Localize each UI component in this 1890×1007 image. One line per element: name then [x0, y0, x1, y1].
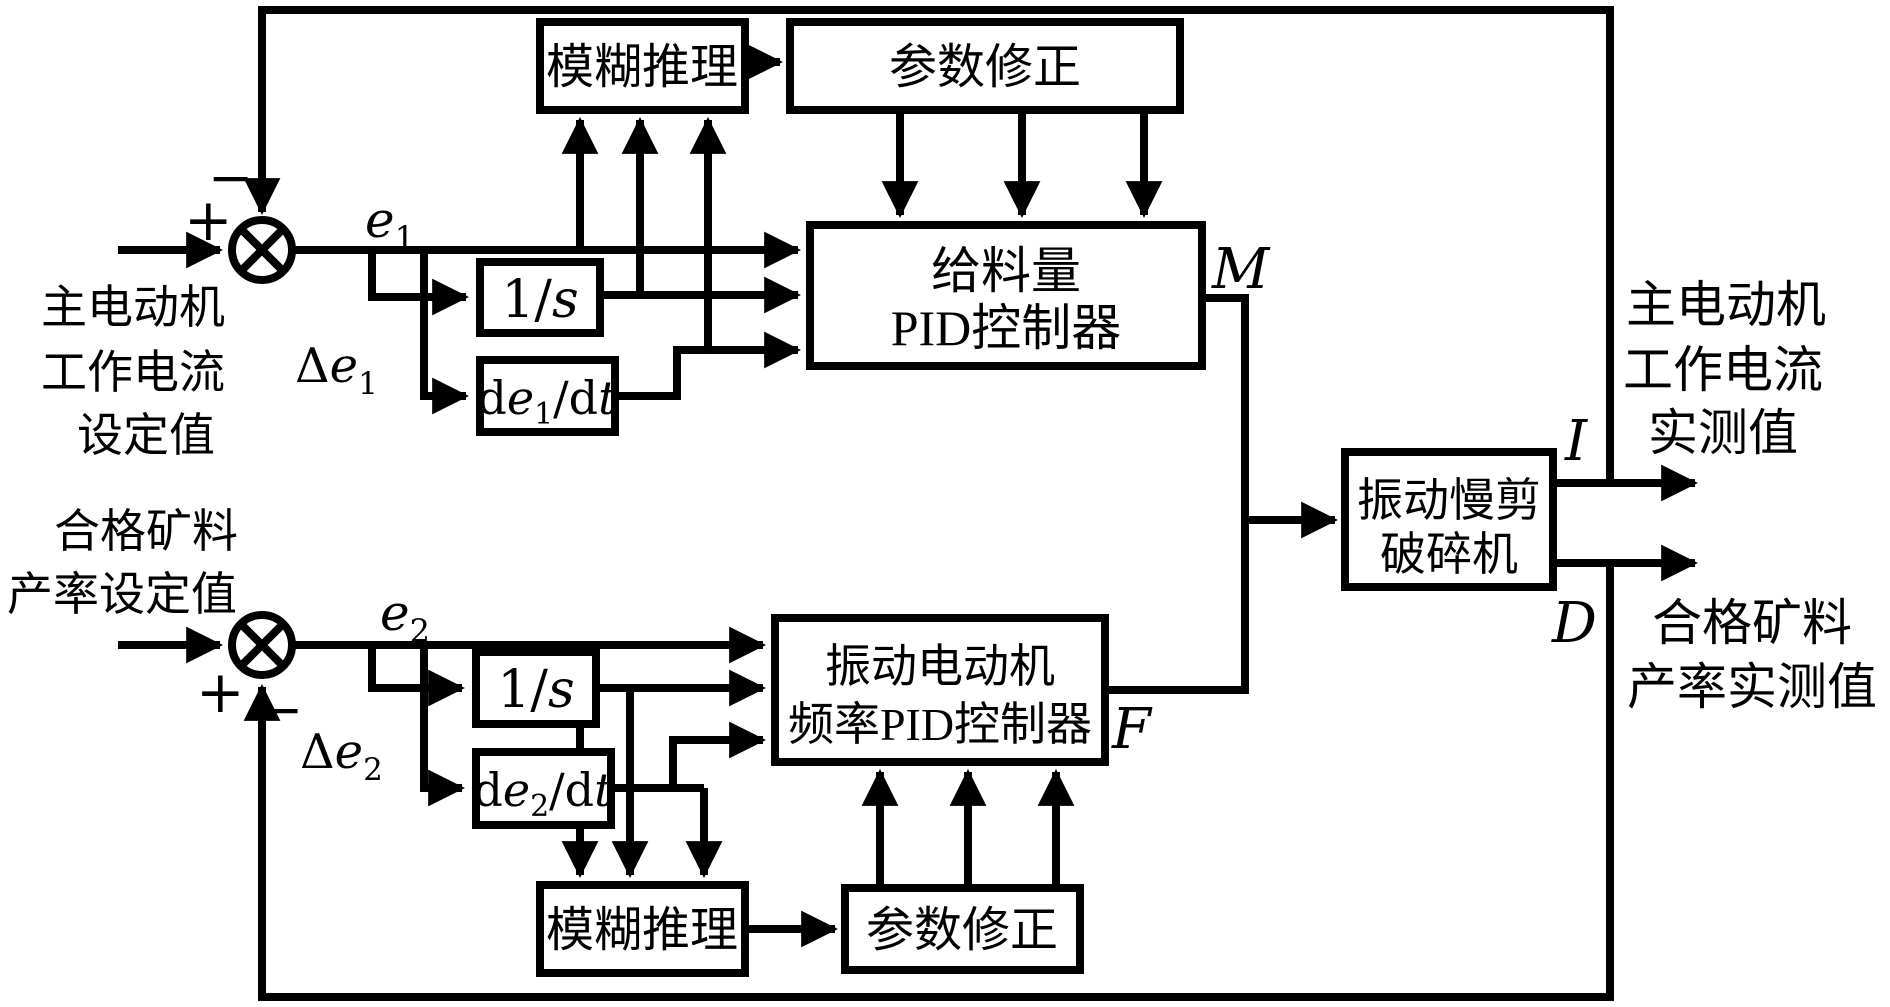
- block-fuzzy-inference-top: 模糊推理: [536, 18, 749, 114]
- label-current-setpoint: 主电动机 工作电流 设定值: [41, 282, 225, 461]
- block-integrator-bottom: 1/s: [472, 648, 600, 728]
- block-crusher-line1: 振动慢剪: [1357, 475, 1541, 526]
- integrator-bottom-num: 1/: [497, 660, 548, 720]
- block-pid-feed: 给料量 PID控制器: [806, 221, 1206, 370]
- block-parameter-correction-bottom-label: 参数修正: [866, 904, 1058, 957]
- svg-text:实测值: 实测值: [1648, 405, 1798, 461]
- block-parameter-correction-top-label: 参数修正: [889, 41, 1081, 94]
- wires-plant-output: [1553, 464, 1698, 582]
- svg-text:合格矿料: 合格矿料: [1652, 595, 1852, 651]
- block-parameter-correction-top: 参数修正: [786, 18, 1184, 114]
- svg-text:产率实测值: 产率实测值: [1627, 659, 1877, 715]
- label-yield-setpoint: 合格矿料 产率设定值: [7, 506, 238, 620]
- svg-text:工作电流: 工作电流: [1623, 342, 1823, 398]
- block-pid-feed-line1: 给料量: [931, 243, 1081, 299]
- block-integrator-top: 1/s: [476, 258, 604, 337]
- integrator-top-var: s: [552, 270, 579, 330]
- block-pid-frequency: 振动电动机 频率PID控制器: [771, 614, 1109, 766]
- svg-text:工作电流: 工作电流: [41, 347, 225, 398]
- label-delta-e2: Δe2: [300, 724, 383, 788]
- block-fuzzy-inference-bottom: 模糊推理: [536, 881, 749, 977]
- svg-text:主电动机: 主电动机: [1626, 277, 1826, 333]
- block-derivative-top: de1/dt: [476, 356, 619, 436]
- block-crusher-line2: 破碎机: [1380, 529, 1518, 580]
- integrator-bottom-var: s: [548, 660, 575, 720]
- label-delta-e1: Δe1: [295, 338, 378, 402]
- integrator-top-num: 1/: [501, 270, 552, 330]
- label-yield-measured: 合格矿料 产率实测值: [1627, 595, 1877, 715]
- block-pid-feed-line2: PID控制器: [891, 300, 1122, 356]
- svg-text:设定值: 设定值: [77, 410, 215, 461]
- svg-text:1/s: 1/s: [501, 270, 578, 330]
- svg-text:合格矿料: 合格矿料: [54, 506, 238, 557]
- feedback-path-current: [243, 6, 1614, 483]
- label-e2: e2: [380, 584, 430, 650]
- minus-sign-yield: −: [258, 678, 303, 741]
- plus-sign-yield: +: [196, 658, 245, 726]
- block-parameter-correction-bottom: 参数修正: [841, 884, 1084, 974]
- feedback-path-yield: [243, 563, 1614, 1001]
- label-M: M: [1211, 237, 1271, 302]
- block-pid-frequency-line1: 振动电动机: [825, 641, 1055, 692]
- wires-top-loop: [292, 43, 1163, 415]
- wires-bottom-loop: [292, 626, 1075, 948]
- wires-plant-input: [1105, 294, 1338, 694]
- block-fuzzy-inference-top-label: 模糊推理: [546, 41, 738, 94]
- label-current-measured: 主电动机 工作电流 实测值: [1623, 277, 1826, 461]
- label-F: F: [1111, 697, 1153, 762]
- svg-text:产率设定值: 产率设定值: [7, 569, 237, 620]
- block-pid-frequency-line2: 频率PID控制器: [788, 699, 1092, 750]
- label-e1: e1: [365, 191, 415, 257]
- svg-text:主电动机: 主电动机: [41, 282, 225, 333]
- label-I: I: [1564, 409, 1589, 474]
- label-D: D: [1551, 591, 1597, 656]
- summing-junction-current: [228, 216, 296, 284]
- block-derivative-bottom: de2/dt: [472, 748, 615, 829]
- block-crusher-plant: 振动慢剪 破碎机: [1341, 448, 1557, 591]
- minus-sign-current: −: [208, 146, 253, 209]
- svg-text:de1/dt: de1/dt: [477, 371, 617, 432]
- svg-text:1/s: 1/s: [497, 660, 574, 720]
- svg-text:de2/dt: de2/dt: [473, 763, 613, 824]
- block-fuzzy-inference-bottom-label: 模糊推理: [546, 904, 738, 957]
